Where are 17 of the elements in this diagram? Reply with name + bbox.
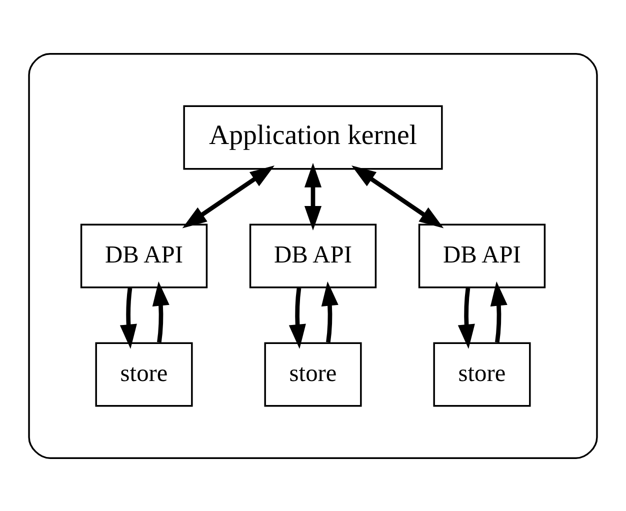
node-box: DB API [249, 223, 377, 288]
node-box: store [95, 342, 193, 406]
node-box: DB API [418, 223, 546, 288]
node-box: store [264, 342, 362, 406]
arrow [458, 287, 475, 348]
node-box: Application kernel [183, 104, 443, 170]
cluster [28, 52, 598, 458]
node-box: store [433, 342, 531, 406]
arrow [182, 164, 274, 228]
arrow [321, 280, 338, 342]
arrow [288, 287, 306, 348]
arrow [490, 280, 508, 342]
arrow [352, 164, 444, 228]
arrow [152, 280, 170, 342]
arrow [304, 162, 322, 230]
node-box: DB API [80, 223, 208, 288]
arrow [120, 287, 137, 348]
